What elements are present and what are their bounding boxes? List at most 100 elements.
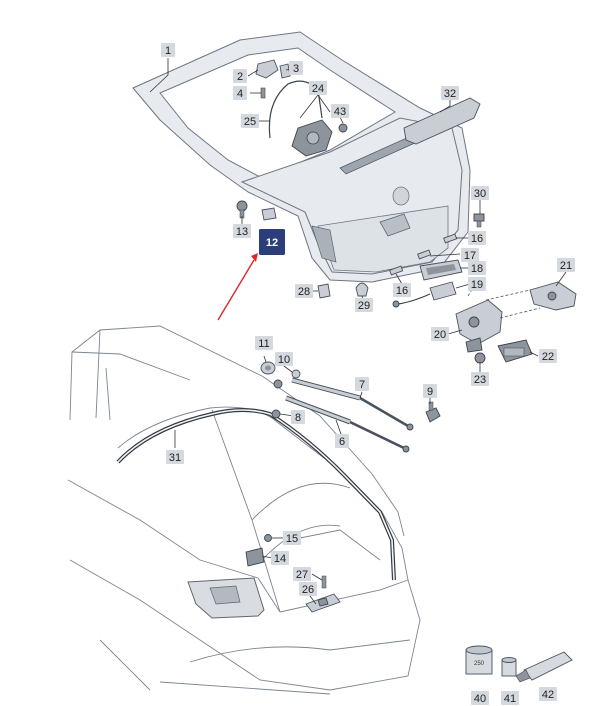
callout-label-28: 28 — [298, 286, 310, 298]
callout-41: 41 — [501, 691, 519, 705]
callout-6: 6 — [335, 434, 349, 448]
callout-label-4: 4 — [237, 88, 243, 100]
pin-parts — [389, 233, 458, 276]
callout-label-41: 41 — [504, 693, 516, 705]
callout-box-14 — [271, 551, 289, 565]
callout-43: 43 — [331, 104, 349, 118]
callout-14: 14 — [271, 551, 289, 565]
callout-42: 42 — [539, 687, 557, 701]
callout-box-24 — [309, 81, 327, 95]
callout-label-20: 20 — [434, 329, 446, 341]
callout-box-22 — [539, 349, 557, 363]
strut-7 — [291, 377, 414, 431]
callout-label-9: 9 — [427, 386, 433, 398]
callout-label-19: 19 — [471, 279, 483, 291]
callout-label-11: 11 — [258, 338, 269, 350]
callout-box-28 — [295, 284, 313, 298]
callout-label-24: 24 — [312, 83, 324, 95]
callout-label-17: 17 — [464, 250, 476, 262]
callout-box-16a — [468, 231, 486, 245]
bolt-30 — [473, 213, 485, 228]
bolt-15 — [264, 534, 272, 542]
callout-2: 2 — [233, 69, 247, 83]
callout-label-7: 7 — [359, 379, 365, 391]
callout-label-40: 40 — [474, 693, 486, 705]
callout-label-21: 21 — [560, 260, 572, 272]
callout-label-12: 12 — [266, 237, 278, 249]
lock-part — [455, 299, 503, 353]
callout-11: 11 — [255, 336, 273, 350]
callout-label-14: 14 — [274, 553, 286, 565]
callout-box-43 — [331, 104, 349, 118]
switch-part — [392, 281, 457, 308]
bolt-8 — [271, 409, 281, 419]
callout-box-9 — [423, 384, 437, 398]
callout-box-32 — [441, 86, 459, 100]
callout-box-13 — [233, 224, 251, 238]
cover-part — [529, 281, 577, 311]
callout-30: 30 — [471, 186, 489, 200]
callout-label-42: 42 — [542, 689, 554, 701]
callout-label-8: 8 — [295, 412, 301, 424]
callout-box-4 — [233, 86, 247, 100]
spoiler-part — [403, 97, 481, 145]
callout-label-3: 3 — [293, 63, 299, 75]
callout-box-19 — [468, 277, 486, 291]
callout-21: 21 — [557, 258, 575, 272]
callout-8: 8 — [291, 410, 305, 424]
callout-label-29: 29 — [358, 300, 370, 312]
bolt-27 — [321, 575, 327, 589]
callout-box-31 — [166, 450, 184, 464]
callout-4: 4 — [233, 86, 247, 100]
product-tube-42 — [515, 651, 573, 683]
nut-23 — [474, 352, 486, 364]
buffer-28 — [317, 283, 331, 299]
callout-box-16b — [393, 283, 411, 297]
callout-box-30 — [471, 186, 489, 200]
callout-box-2 — [233, 69, 247, 83]
callout-label-22: 22 — [542, 351, 554, 363]
seal-part — [116, 408, 396, 581]
grommet-11 — [260, 361, 276, 375]
strut-6 — [285, 395, 410, 453]
bolt-9 — [425, 401, 441, 423]
tin-label: 250 — [474, 661, 485, 667]
callout-label-16b: 16 — [396, 285, 408, 297]
callout-label-1: 1 — [165, 45, 171, 57]
callout-box-20 — [431, 327, 449, 341]
callout-label-25: 25 — [244, 116, 256, 128]
callout-box-12 — [259, 229, 285, 255]
handle-part — [419, 259, 463, 281]
callout-box-1 — [161, 43, 175, 57]
bracket-part — [255, 59, 291, 79]
callout-label-31: 31 — [169, 452, 181, 464]
callout-box-27 — [293, 567, 311, 581]
callout-13: 13 — [233, 224, 251, 238]
highlight-arrow — [217, 253, 258, 321]
callout-box-25 — [241, 114, 259, 128]
callout-label-10: 10 — [278, 354, 290, 366]
product-tin-40: 250 — [465, 645, 493, 675]
callout-label-32: 32 — [444, 88, 456, 100]
callout-label-13: 13 — [236, 226, 248, 238]
callout-26: 26 — [299, 582, 317, 596]
bolt-4 — [260, 87, 266, 99]
callout-box-15 — [283, 531, 301, 545]
callout-23: 23 — [471, 372, 489, 386]
callout-16a: 16 — [468, 231, 486, 245]
callout-box-40 — [471, 691, 489, 705]
callout-box-29 — [355, 298, 373, 312]
callout-7: 7 — [355, 377, 369, 391]
product-bottle-41 — [501, 657, 517, 677]
callout-label-6: 6 — [339, 436, 345, 448]
callout-box-18 — [468, 261, 486, 275]
callout-box-3 — [289, 61, 303, 75]
callout-12: 12 — [259, 229, 285, 255]
callout-label-43: 43 — [334, 106, 346, 118]
callout-box-11 — [255, 336, 273, 350]
striker-26 — [305, 593, 341, 613]
callout-box-8 — [291, 410, 305, 424]
callout-label-15: 15 — [286, 533, 298, 545]
